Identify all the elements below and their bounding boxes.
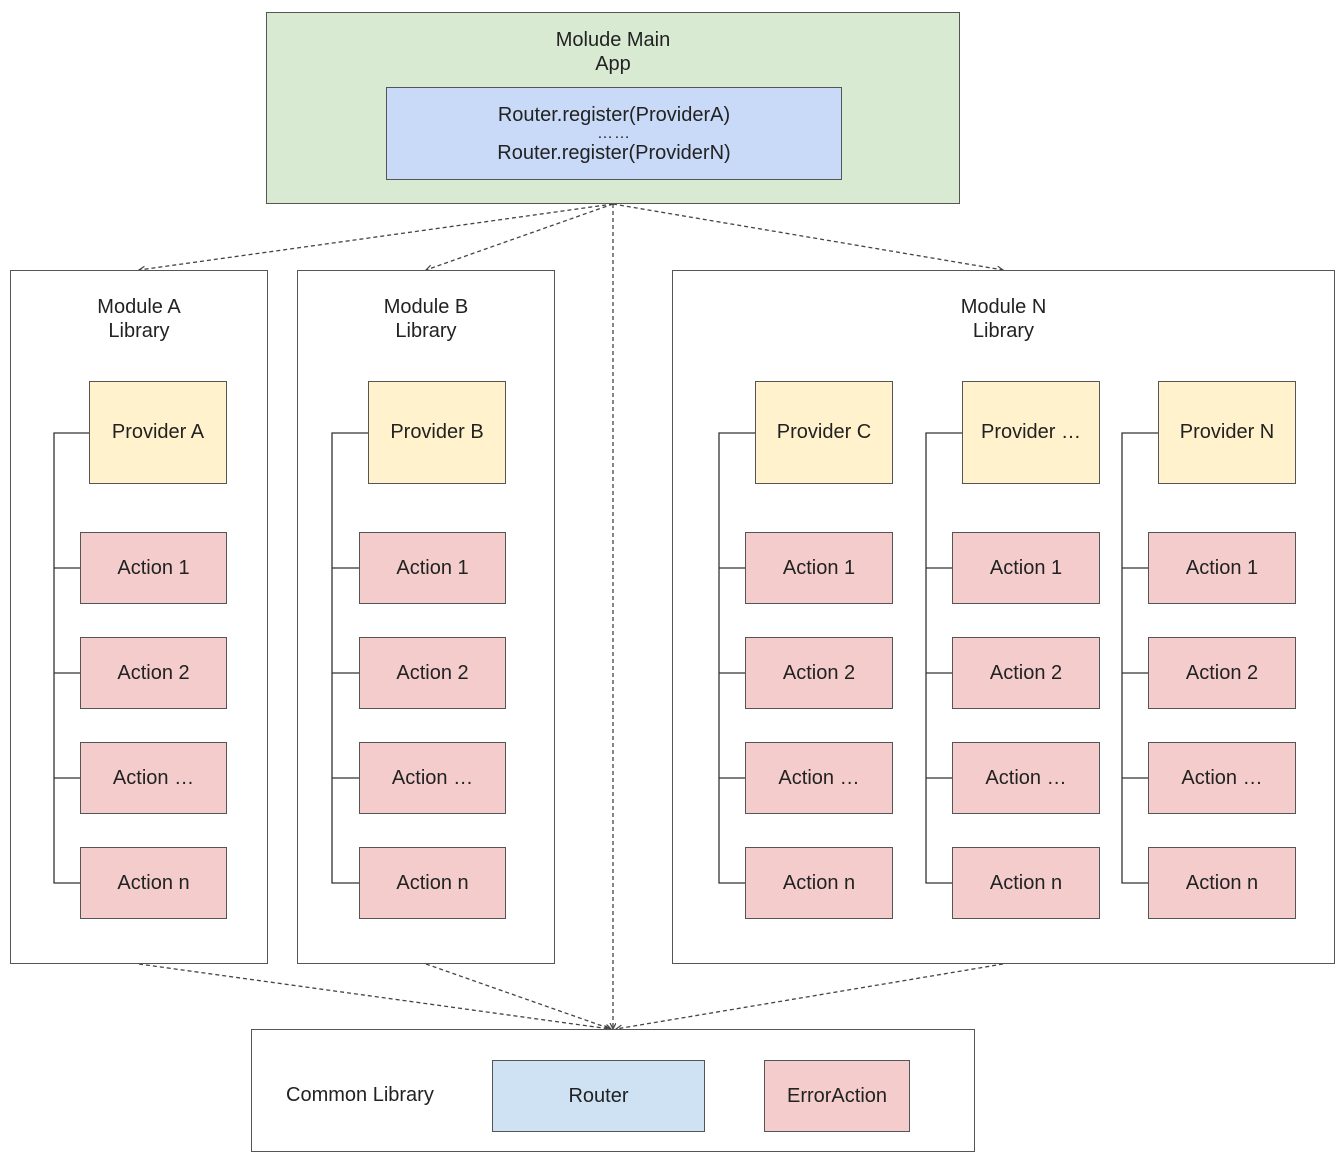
action-label: Action 1	[396, 556, 469, 579]
module-n-title-line1: Module N	[960, 296, 1047, 318]
module-a-action-2: Action 2	[80, 637, 227, 709]
module-b-title: Module B Library	[297, 295, 555, 343]
provider-n-action-2: Action 2	[1148, 637, 1296, 709]
provider-ellipsis-action-1: Action 1	[952, 532, 1100, 604]
action-label: Action n	[782, 871, 856, 894]
module-b-action-1: Action 1	[359, 532, 506, 604]
provider-n-action-ellipsis: Action …	[1148, 742, 1296, 814]
provider-ellipsis-box: Provider …	[962, 381, 1100, 484]
action-label: Action 1	[1185, 556, 1259, 579]
module-a-action-ellipsis: Action …	[80, 742, 227, 814]
action-label: Action n	[117, 871, 190, 894]
router-box: Router	[492, 1060, 705, 1132]
action-label: Action 2	[396, 661, 469, 684]
dashed-arrow-main-to-module-a	[139, 203, 614, 270]
module-b-title-line2: Library	[395, 320, 457, 342]
dashed-arrow-main-to-module-b	[426, 203, 614, 270]
provider-b-box: Provider B	[368, 381, 506, 484]
tree-line-provider-b	[331, 432, 368, 884]
provider-ellipsis-action-n: Action n	[952, 847, 1100, 919]
module-n-title: Module N Library	[672, 295, 1335, 343]
provider-c-label: Provider C	[776, 421, 872, 443]
action-label: Action 1	[117, 556, 190, 579]
action-label: Action …	[778, 766, 860, 789]
action-label: Action …	[1181, 766, 1263, 789]
provider-b-label: Provider B	[390, 421, 484, 443]
action-label: Action 1	[989, 556, 1063, 579]
provider-a-box: Provider A	[89, 381, 227, 484]
provider-c-action-1: Action 1	[745, 532, 893, 604]
tree-line-provider-n	[1121, 432, 1158, 884]
register-last-line: Router.register(ProviderN)	[497, 141, 731, 164]
module-b-action-ellipsis: Action …	[359, 742, 506, 814]
provider-n-action-n: Action n	[1148, 847, 1296, 919]
module-a-action-n: Action n	[80, 847, 227, 919]
provider-ellipsis-label: Provider …	[980, 421, 1082, 443]
module-a-title: Module A Library	[10, 295, 268, 343]
action-label: Action …	[391, 766, 474, 789]
provider-n-label: Provider N	[1179, 421, 1275, 443]
action-label: Action n	[396, 871, 469, 894]
action-label: Action 2	[782, 661, 856, 684]
dashed-arrow-module-a-to-common	[138, 963, 610, 1029]
main-app-title-line1: Molude Main	[555, 29, 671, 51]
tree-line-provider-c	[718, 432, 755, 884]
common-library-label: Common Library	[286, 1084, 434, 1106]
provider-a-label: Provider A	[111, 421, 205, 443]
action-label: Action 2	[1185, 661, 1259, 684]
main-app-title: Molude Main App	[266, 28, 960, 76]
module-a-title-line1: Module A	[97, 296, 181, 318]
router-register-box	[386, 87, 842, 180]
tree-line-provider-a	[53, 432, 89, 884]
provider-ellipsis-action-ellipsis: Action …	[952, 742, 1100, 814]
dashed-arrow-module-n-to-common	[616, 963, 1004, 1029]
provider-n-action-1: Action 1	[1148, 532, 1296, 604]
action-label: Action …	[985, 766, 1067, 789]
provider-c-action-ellipsis: Action …	[745, 742, 893, 814]
action-label: Action n	[1185, 871, 1259, 894]
module-b-action-n: Action n	[359, 847, 506, 919]
provider-c-box: Provider C	[755, 381, 893, 484]
error-action-label: ErrorAction	[786, 1084, 888, 1107]
provider-c-action-n: Action n	[745, 847, 893, 919]
tree-line-provider-ellipsis	[925, 432, 962, 884]
provider-n-box: Provider N	[1158, 381, 1296, 484]
provider-ellipsis-action-2: Action 2	[952, 637, 1100, 709]
register-ellipsis: ……	[597, 124, 631, 142]
module-n-title-line2: Library	[972, 320, 1035, 342]
module-b-title-line1: Module B	[383, 296, 469, 318]
module-a-title-line2: Library	[108, 320, 170, 342]
dashed-arrow-main-to-module-n	[612, 203, 1003, 270]
action-label: Action 2	[117, 661, 190, 684]
action-label: Action 2	[989, 661, 1063, 684]
provider-c-action-2: Action 2	[745, 637, 893, 709]
dashed-arrow-module-b-to-common	[425, 963, 611, 1029]
action-label: Action 1	[782, 556, 856, 579]
error-action-box: ErrorAction	[764, 1060, 910, 1132]
action-label: Action …	[112, 766, 195, 789]
router-label: Router	[568, 1084, 629, 1107]
router-register-lines: Router.register(ProviderA) …… Router.reg…	[386, 87, 842, 180]
module-b-action-2: Action 2	[359, 637, 506, 709]
main-app-title-line2: App	[595, 53, 631, 75]
module-a-action-1: Action 1	[80, 532, 227, 604]
action-label: Action n	[989, 871, 1063, 894]
register-first-line: Router.register(ProviderA)	[497, 103, 731, 126]
